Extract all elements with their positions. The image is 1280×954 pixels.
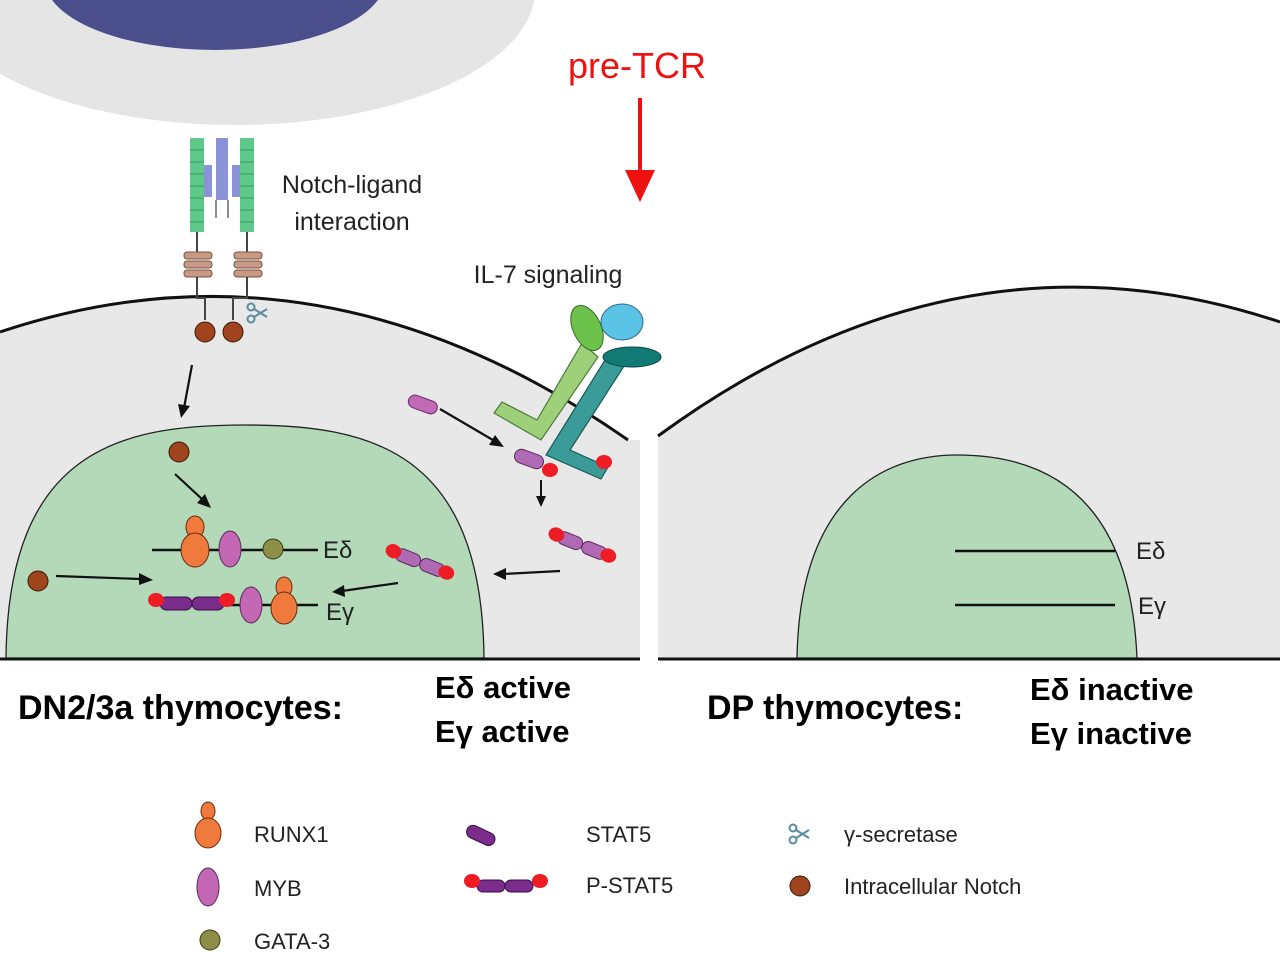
legend-intracellular-notch-label: Intracellular Notch (844, 874, 1021, 899)
gata3-bound (262, 538, 284, 560)
left-cell-membrane (0, 294, 629, 442)
notch-label-line1: Notch-ligand (282, 171, 422, 199)
right-state-egamma: Eγ inactive (1030, 716, 1192, 751)
stromal-cell (0, 0, 535, 125)
legend-pstat5: P-STAT5 (464, 873, 673, 898)
right-egamma-label: Eγ (1138, 593, 1166, 620)
right-nucleus (796, 454, 1138, 659)
left-edelta-label: Eδ (323, 537, 352, 564)
pstat5-bound (148, 593, 235, 611)
stromal-nucleus (52, 0, 378, 50)
gata3-symbol (199, 929, 221, 951)
left-nucleus (5, 424, 485, 659)
legend-pstat5-label: P-STAT5 (586, 873, 673, 898)
notch-transmembrane-left (183, 251, 213, 278)
left-egamma-label: Eγ (326, 599, 354, 626)
gamma-secretase-icon (246, 302, 268, 324)
legend-stat5-label: STAT5 (586, 822, 651, 847)
legend-runx1-label: RUNX1 (254, 822, 329, 847)
il7-receptor-head-green (570, 304, 604, 352)
il7-receptor: IL-7 signaling (332, 261, 662, 597)
pre-tcr-arrow-head (625, 170, 655, 202)
right-cell-membrane (657, 285, 1280, 438)
stat5-free (407, 394, 438, 415)
notch-transmembrane-right (233, 251, 263, 278)
right-state-edelta: Eδ inactive (1030, 672, 1194, 707)
right-cell-title: DP thymocytes: (707, 689, 963, 727)
left-thymocyte (0, 294, 640, 661)
left-nucleus-contents: Eδ Eγ (27, 364, 354, 626)
intracellular-notch-dot (27, 570, 49, 592)
left-state-edelta: Eδ active (435, 670, 571, 705)
pstat5-dimer-cyto (548, 527, 617, 563)
notch-label-line2: interaction (294, 208, 409, 236)
il7-receptor-head-teal (602, 346, 662, 368)
myb-symbol (196, 867, 220, 907)
intracellular-notch-dot (168, 441, 190, 463)
left-state-egamma: Eγ active (435, 714, 569, 749)
pre-tcr-signal: pre-TCR (568, 45, 706, 202)
legend-intracellular-notch: Intracellular Notch (789, 874, 1021, 899)
notch-receptor: Notch-ligand interaction (183, 138, 422, 343)
intracellular-notch-symbol (789, 875, 811, 897)
intracellular-notch-dot (194, 321, 216, 343)
legend-stat5: STAT5 (466, 822, 651, 847)
legend-runx1: RUNX1 (194, 801, 329, 849)
intracellular-notch-dot (222, 321, 244, 343)
legend-gamma-secretase: γ-secretase (788, 822, 958, 847)
stat5-symbol (466, 824, 496, 847)
myb-bound (239, 586, 263, 624)
notch-ligand-left (190, 138, 204, 232)
legend-myb: MYB (196, 867, 302, 907)
runx1-symbol (200, 801, 216, 821)
right-thymocyte (657, 285, 1280, 661)
myb-bound (218, 530, 242, 568)
legend: RUNX1 MYB GATA-3 STAT5 P-STAT5 γ-secret (194, 801, 1021, 954)
notch-ligand-right (240, 138, 254, 232)
legend-myb-label: MYB (254, 876, 302, 901)
legend-gata3-label: GATA-3 (254, 929, 330, 954)
legend-gamma-secretase-label: γ-secretase (844, 822, 958, 847)
il7-ligand-cyan (600, 303, 644, 341)
il7-receptor-chain-light (493, 342, 599, 441)
stat5-docked (513, 448, 545, 470)
il7-label: IL-7 signaling (474, 261, 623, 289)
left-cell-title: DN2/3a thymocytes: (18, 689, 343, 727)
gamma-secretase-icon (788, 823, 810, 845)
legend-gata3: GATA-3 (199, 929, 330, 954)
pstat5-symbol (476, 879, 506, 893)
right-edelta-label: Eδ (1136, 538, 1165, 565)
pre-tcr-label: pre-TCR (568, 45, 706, 86)
pstat5-dimer-nuclear-edge (385, 544, 455, 580)
